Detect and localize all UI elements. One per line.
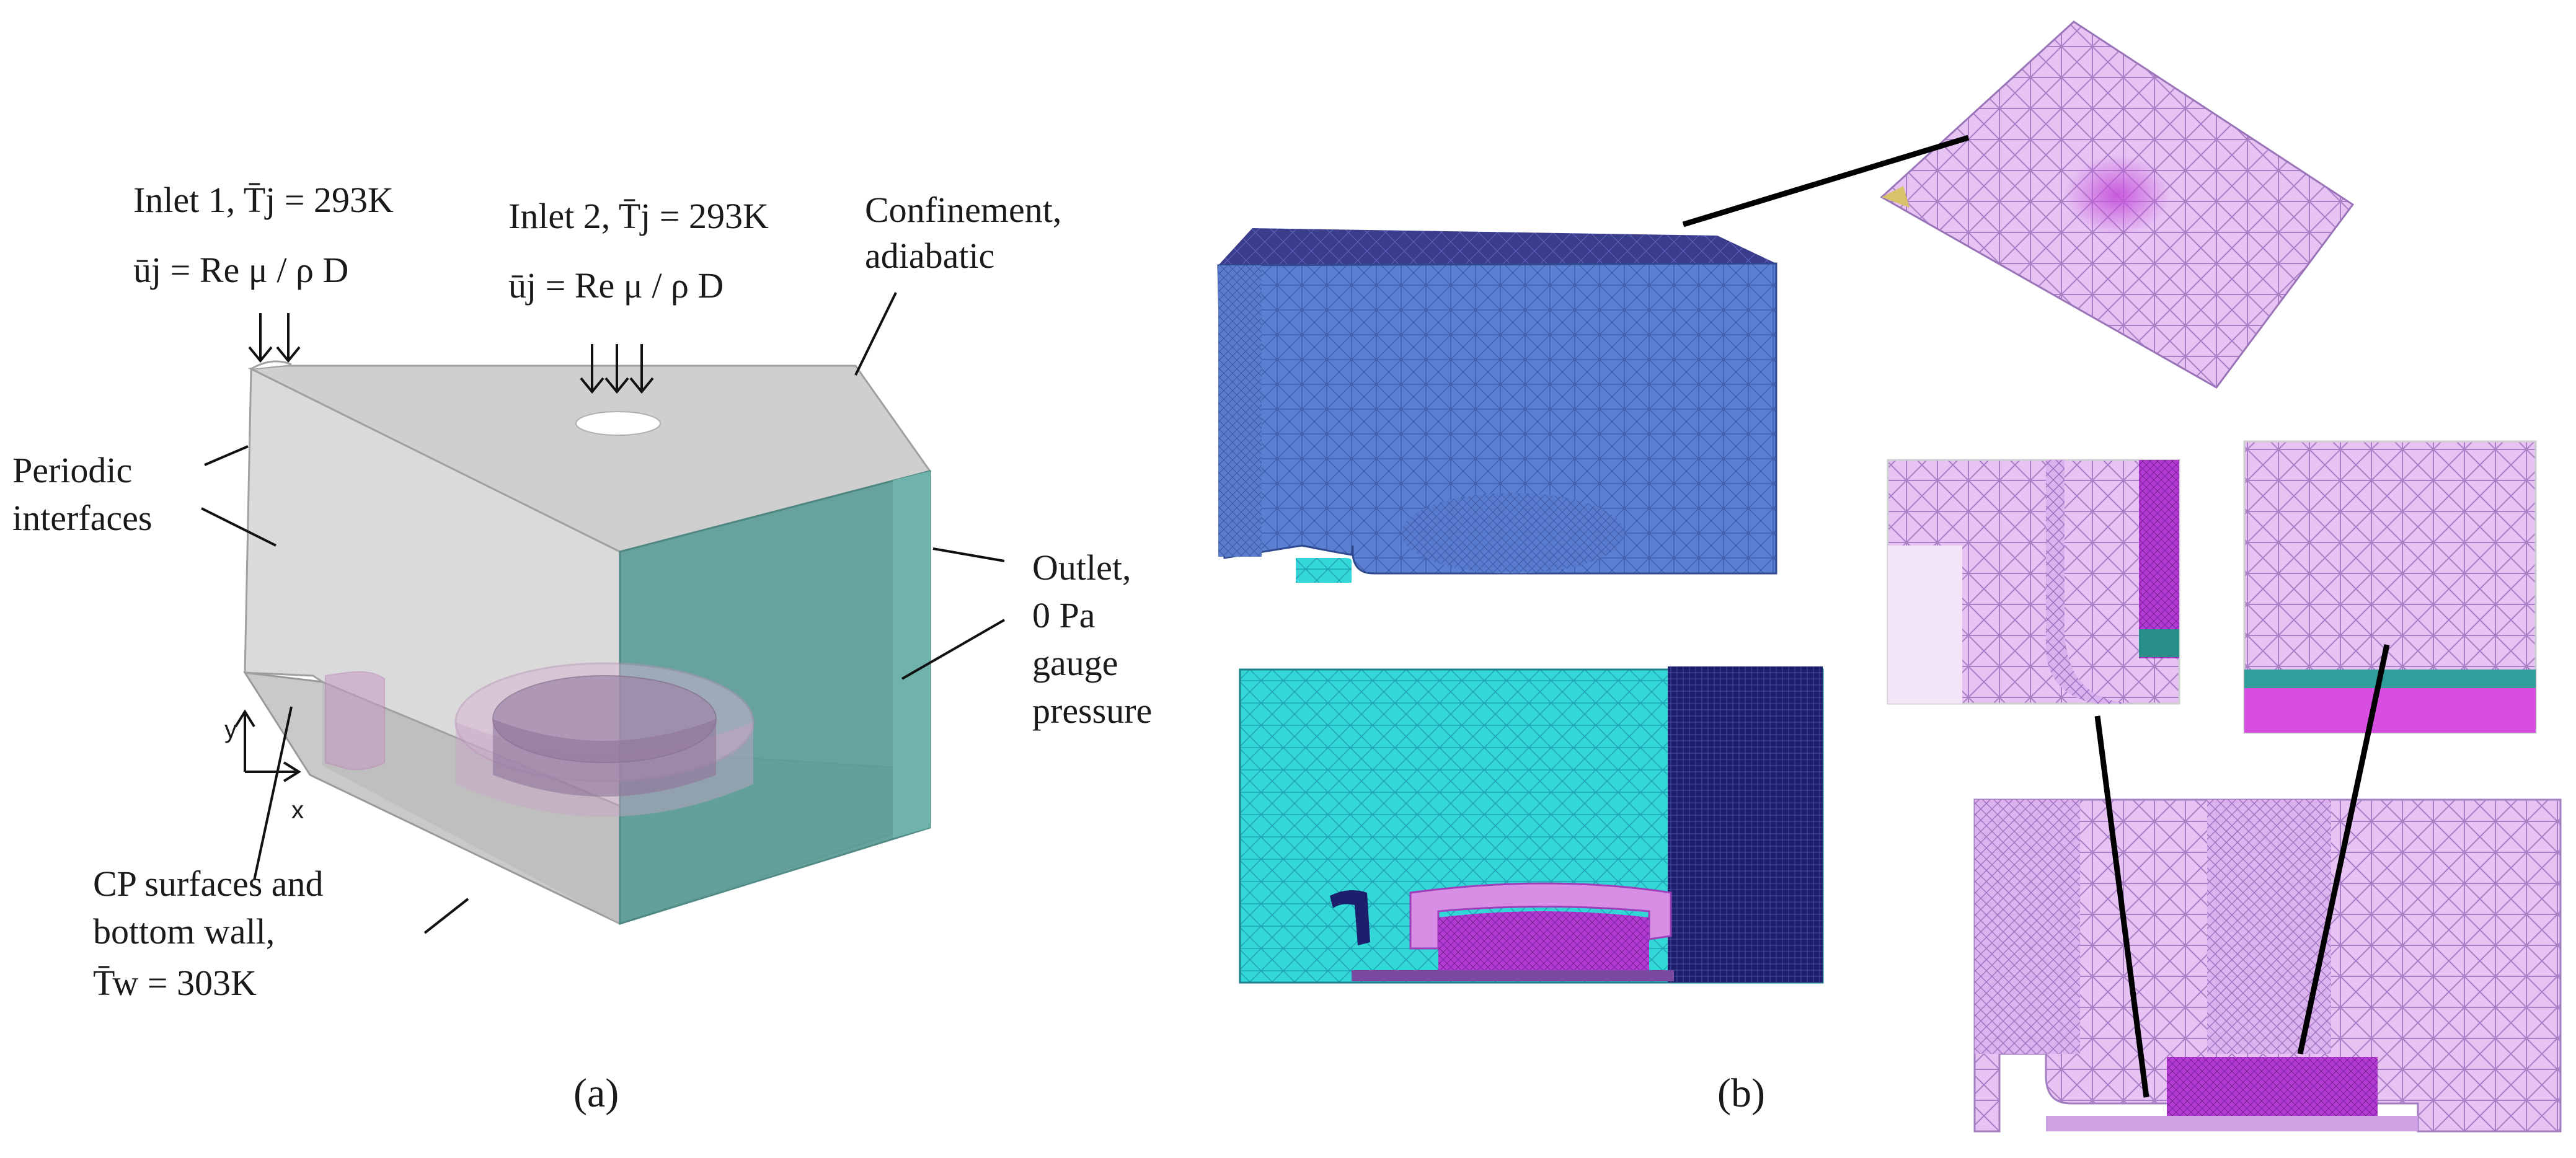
mesh-top-step xyxy=(1296,558,1352,583)
outlet-label-1: Outlet, xyxy=(1032,547,1131,588)
mesh-midplane-fine xyxy=(1975,800,2080,1054)
inlet-1-label: Inlet 1, T̄j = 293K xyxy=(133,180,394,220)
mesh-zoom-left-fan xyxy=(1888,546,1962,704)
confinement-label-1: Confinement, xyxy=(865,190,1061,230)
cp-label-1: CP surfaces and xyxy=(93,864,324,904)
cp-left-ring xyxy=(325,671,385,771)
outlet-side-strip xyxy=(893,471,930,838)
panel-b-leader-lines xyxy=(1682,135,2390,1098)
outlet-label-4: pressure xyxy=(1032,691,1152,731)
mesh-bottom-left-ring xyxy=(1330,890,1370,945)
panel-b-meshes xyxy=(1217,20,2562,1133)
cp-label-2: bottom wall, xyxy=(93,911,275,952)
mesh-kite-refinement xyxy=(2065,155,2170,236)
bottom-front-face xyxy=(322,682,620,924)
mesh-zoom-left-wall xyxy=(2139,460,2179,658)
cp-label-3: T̄w = 303K xyxy=(93,963,257,1003)
periodic-label-1: Periodic xyxy=(12,450,132,490)
inlet-2-arrows xyxy=(580,344,654,394)
mesh-midplane-cp xyxy=(2167,1057,2378,1119)
inlet-1-arrows xyxy=(248,313,301,363)
outlet-label-3: gauge xyxy=(1032,643,1118,683)
mesh-top-refinement xyxy=(1401,493,1624,573)
mesh-midplane-fine-center xyxy=(2207,800,2331,1054)
inlet-2-hole xyxy=(575,411,661,436)
confinement-top-face xyxy=(247,365,932,553)
inlet-2-label: Inlet 2, T̄j = 293K xyxy=(508,196,769,236)
panel-a-leader-lines xyxy=(201,292,1005,934)
inlet-1-velocity: ūj = Re μ / ρ D xyxy=(133,250,348,290)
periodic-label-2: interfaces xyxy=(12,498,152,538)
mesh-zoom-right-magenta xyxy=(2244,688,2536,733)
inlet-2-velocity: ūj = Re μ / ρ D xyxy=(508,265,724,306)
mesh-zoom-left-teal xyxy=(2139,629,2179,657)
axis-x-label: x xyxy=(291,797,304,824)
mesh-block-top-leftwall xyxy=(1218,265,1262,557)
mesh-bottom-cp-cylinder xyxy=(1438,911,1649,979)
mesh-block-top-face xyxy=(1218,228,1776,265)
confinement-label-2: adiabatic xyxy=(865,236,994,276)
inlet-1-notch xyxy=(250,360,292,370)
mesh-block-bottom-outlet xyxy=(1668,666,1823,983)
axis-y-label: y xyxy=(224,716,237,743)
mesh-midplane-floor xyxy=(2046,1116,2418,1131)
mesh-bottom-floor xyxy=(1352,970,1674,981)
mesh-zoom-left-corner xyxy=(2046,460,2179,704)
panel-a-labels: Inlet 1, T̄j = 293K ūj = Re μ / ρ D Inle… xyxy=(12,180,1152,1116)
outlet-label-2: 0 Pa xyxy=(1032,595,1095,635)
panel-a-geometry xyxy=(243,360,932,926)
caption-a: (a) xyxy=(573,1071,619,1116)
mesh-zoom-right-teal xyxy=(2244,670,2536,688)
caption-b: (b) xyxy=(1717,1071,1765,1116)
coordinate-axes: y x xyxy=(224,709,304,824)
cp-cylinder-wall xyxy=(493,719,716,797)
mesh-kite-tip xyxy=(1882,186,1910,208)
mesh-block-top xyxy=(1217,262,1777,575)
